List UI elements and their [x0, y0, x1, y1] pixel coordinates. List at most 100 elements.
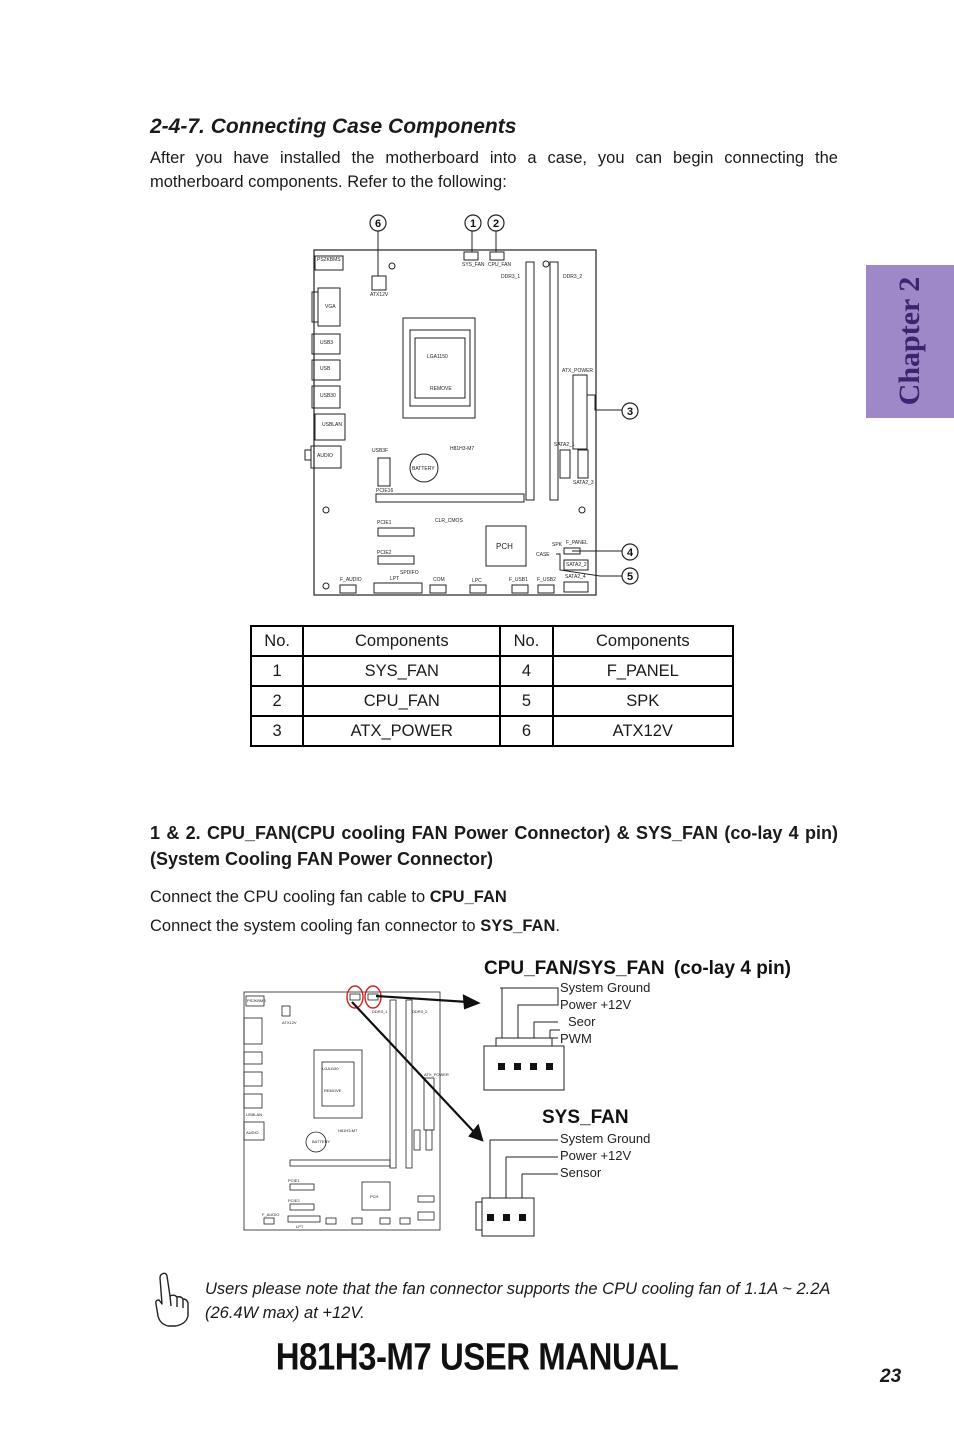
callout-5: 5 [627, 571, 633, 583]
svg-text:PCIE1: PCIE1 [288, 1178, 300, 1183]
svg-text:DDR3_2: DDR3_2 [563, 274, 582, 280]
page-number: 23 [880, 1366, 902, 1387]
svg-text:SYS_FAN: SYS_FAN [462, 262, 485, 268]
table-header-cell: No. [249, 625, 305, 657]
svg-text:SPK: SPK [552, 542, 563, 548]
svg-text:PCH: PCH [370, 1194, 379, 1199]
svg-text:SATA2_1: SATA2_1 [554, 442, 575, 448]
svg-text:SATA2_2: SATA2_2 [566, 562, 587, 568]
cpu-fan-pin-1: System Ground [560, 980, 650, 995]
svg-text:REMOVE: REMOVE [324, 1088, 342, 1093]
svg-text:AUDIO: AUDIO [317, 453, 333, 459]
svg-text:AUDIO: AUDIO [246, 1130, 259, 1135]
fan-section-heading: 1 & 2. CPU_FAN(CPU cooling FAN Power Con… [150, 823, 838, 869]
manual-title: H81H3-M7 USER MANUAL [275, 1335, 679, 1378]
svg-text:H81H3-M7: H81H3-M7 [450, 446, 474, 452]
svg-text:LPC: LPC [472, 578, 482, 584]
svg-text:ATX12V: ATX12V [282, 1020, 297, 1025]
svg-text:PCIE16: PCIE16 [376, 488, 393, 494]
svg-text:CLR_CMOS: CLR_CMOS [435, 518, 463, 524]
svg-text:CPU_FAN: CPU_FAN [488, 262, 511, 268]
svg-text:CPU_FAN/SYS_FAN (co-lay 4: CPU_FAN/SYS_FAN (co-lay 4 pin) [484, 958, 791, 979]
svg-text:F_USB1: F_USB1 [509, 577, 528, 583]
table-cell: F_PANEL [551, 655, 735, 687]
sys-fan-figure-title: SYS_FAN [542, 1107, 629, 1128]
cpu-fan-figure-title: CPU_FAN/SYS_FAN [484, 958, 665, 979]
svg-text:PCIE1: PCIE1 [377, 520, 392, 526]
sys-fan-pin-1: System Ground [560, 1131, 650, 1146]
cpu-fan-pin-3: Seor [568, 1014, 596, 1029]
chapter-tab-label: Chapter 2 [893, 276, 926, 406]
svg-text:PCIE2: PCIE2 [288, 1198, 300, 1203]
table-cell: SYS_FAN [302, 655, 502, 687]
table-header-cell: No. [499, 625, 554, 657]
svg-text:PS2KBMS: PS2KBMS [317, 257, 341, 263]
callout-1: 1 [470, 218, 476, 230]
svg-text:CASE: CASE [536, 552, 550, 558]
table-cell: 2 [249, 685, 305, 717]
svg-text:SPDIFO: SPDIFO [400, 570, 419, 576]
svg-text:F_AUDIO: F_AUDIO [340, 577, 362, 583]
svg-text:SATA2_4: SATA2_4 [565, 574, 586, 580]
svg-text:F_USB2: F_USB2 [537, 577, 556, 583]
svg-text:LPT: LPT [390, 576, 399, 582]
svg-text:F_AUDIO: F_AUDIO [262, 1212, 279, 1217]
table-cell: ATX12V [551, 715, 735, 747]
svg-text:USB3F: USB3F [372, 448, 388, 454]
callout-4: 4 [627, 547, 634, 559]
sys-fan-pin-3: Sensor [560, 1165, 602, 1180]
callout-2: 2 [493, 218, 499, 230]
svg-text:DDR3_1: DDR3_1 [372, 1009, 388, 1014]
svg-text:LGA1150: LGA1150 [322, 1066, 339, 1071]
section-title: 2-4-7. Connecting Case Components [150, 115, 517, 138]
table-cell: 3 [249, 715, 305, 747]
table-row: 3 ATX_POWER 6 ATX12V [249, 715, 735, 747]
svg-text:ATX12V: ATX12V [370, 292, 389, 298]
board-layout-diagram: 6 1 2 3 4 5 PS2KBMS VGA USB3 USB USB30 U… [304, 214, 639, 596]
svg-text:USBLAN: USBLAN [246, 1112, 262, 1117]
svg-text:F_PANEL: F_PANEL [566, 540, 588, 546]
fan-connector-figure: PS2KBMS ATX12V DDR3_1 DDR3_2 LGA1150 REM… [243, 958, 791, 1237]
table-row: 1 SYS_FAN 4 F_PANEL [249, 655, 735, 687]
sys-fan-emphasis: SYS_FAN [480, 917, 556, 935]
svg-text:COM: COM [433, 577, 445, 583]
table-cell: ATX_POWER [302, 715, 502, 747]
cpu-fan-figure-title-suffix: (co-lay 4 pin) [674, 958, 791, 979]
svg-text:PCH: PCH [496, 542, 513, 551]
table-cell: 5 [499, 685, 554, 717]
svg-text:ATX_POWER: ATX_POWER [424, 1072, 449, 1077]
cpu-fan-emphasis: CPU_FAN [429, 888, 507, 906]
svg-text:PS2KBMS: PS2KBMS [247, 998, 266, 1003]
table-cell: CPU_FAN [302, 685, 502, 717]
svg-text:BATTERY: BATTERY [312, 1139, 330, 1144]
cpu-fan-pin-2: Power +12V [560, 997, 632, 1012]
svg-text:LPT: LPT [296, 1224, 304, 1229]
svg-text:LGA1150: LGA1150 [427, 354, 448, 360]
callout-6: 6 [375, 218, 381, 230]
table-header-row: No. Components No. Components [249, 625, 735, 657]
svg-text:DDR3_2: DDR3_2 [412, 1009, 428, 1014]
svg-text:USB3: USB3 [320, 340, 333, 346]
svg-text:ATX_POWER: ATX_POWER [562, 368, 593, 374]
table-header-cell: Components [551, 625, 735, 657]
svg-text:H81H3-M7: H81H3-M7 [338, 1128, 358, 1133]
cpu-fan-pin-4: PWM [560, 1031, 592, 1046]
svg-text:PCIE2: PCIE2 [377, 550, 392, 556]
svg-text:BATTERY: BATTERY [412, 466, 435, 472]
svg-text:DDR3_1: DDR3_1 [501, 274, 520, 280]
svg-text:VGA: VGA [325, 304, 336, 310]
table-cell: 4 [499, 655, 554, 687]
svg-text:USB30: USB30 [320, 393, 336, 399]
sys-fan-instruction: Connect the system cooling fan connector… [150, 917, 560, 935]
cpu-fan-instruction: Connect the CPU cooling fan cable to CPU… [150, 888, 507, 906]
svg-text:SATA2_3: SATA2_3 [573, 480, 594, 486]
table-cell: SPK [551, 685, 735, 717]
note-text: Users please note that the fan connector… [205, 1280, 830, 1322]
components-table: No. Components No. Components 1 SYS_FAN … [249, 625, 735, 747]
pointing-hand-icon [155, 1272, 189, 1327]
table-cell: 1 [249, 655, 305, 687]
chapter-tab: Chapter 2 [866, 265, 954, 418]
svg-text:USB: USB [320, 366, 331, 372]
svg-text:USBLAN: USBLAN [322, 422, 342, 428]
table-row: 2 CPU_FAN 5 SPK [249, 685, 735, 717]
